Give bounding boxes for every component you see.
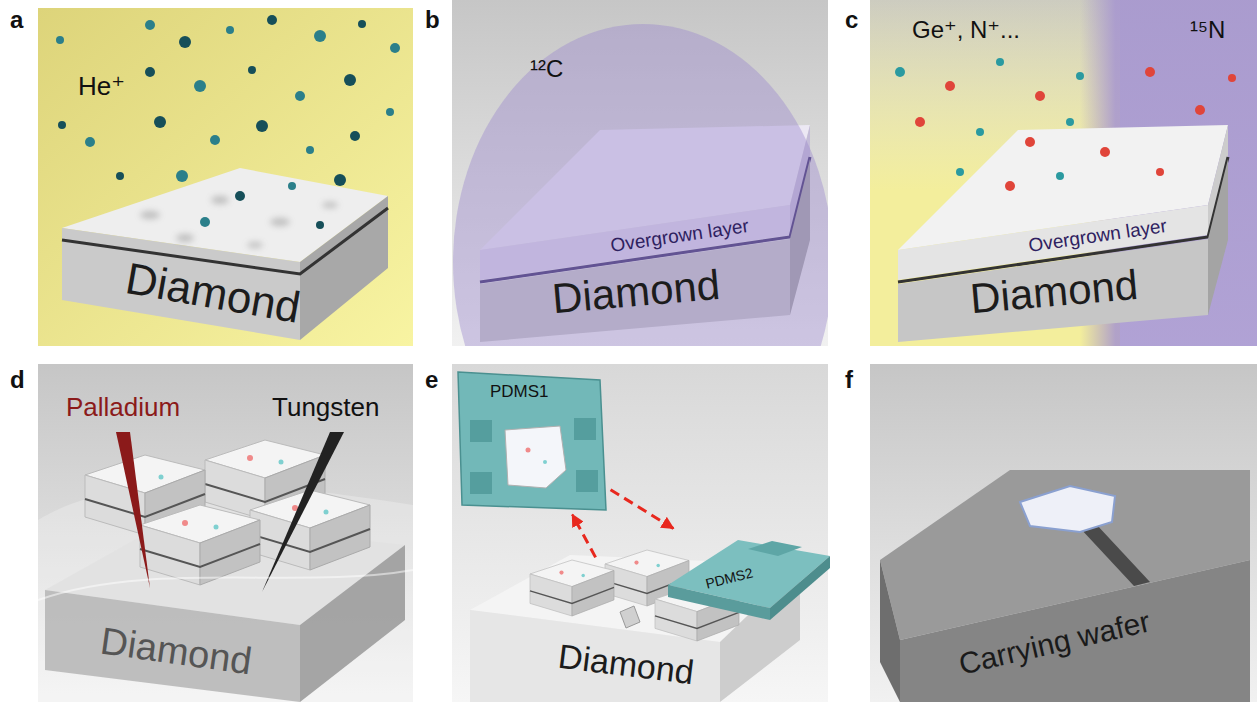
material-label: Diamond [968, 261, 1140, 324]
broken-stub [620, 606, 640, 628]
ions [895, 58, 1236, 191]
stamp-post [574, 418, 596, 440]
membrane-piece [505, 426, 566, 488]
panel-a-art [38, 8, 413, 346]
material-label: Diamond [550, 261, 722, 324]
pillar [530, 560, 614, 616]
tip-label: Palladium [66, 393, 180, 423]
pillar [250, 490, 370, 570]
panel-letter: e [425, 366, 438, 394]
diamond-block: Diamond [45, 430, 405, 702]
panel-letter: f [845, 366, 853, 394]
figure-panel: ePDMS1DiamondPDMS2 [452, 364, 828, 702]
material-label: Diamond [122, 253, 304, 333]
block-face [898, 239, 1208, 342]
isotope-label: ¹⁵N [1190, 16, 1225, 44]
block-face [45, 590, 300, 702]
stamp-post [470, 472, 492, 494]
block-face [300, 545, 405, 702]
diamond-block: Overgrown layerDiamond [888, 115, 1233, 346]
block-face [1208, 159, 1228, 315]
panel-letter: c [845, 6, 858, 34]
ion-label: He⁺ [78, 72, 125, 102]
ions [56, 15, 400, 229]
panel-letter: b [425, 6, 440, 34]
stamp-post [576, 470, 598, 492]
stamp-post [470, 420, 492, 442]
panel-e-art [452, 364, 830, 702]
membrane-piece [1020, 486, 1115, 532]
panel-d-art [38, 364, 413, 702]
figure-panel: b¹²COvergrown layerDiamond [452, 0, 828, 346]
figure-panel: dPalladiumTungstenDiamond [38, 364, 413, 702]
material-label: Diamond [98, 620, 255, 684]
figure-panel: cGe⁺, N⁺...¹⁵NOvergrown layerDiamond [870, 0, 1257, 346]
figure-panel: aHe⁺Diamond [38, 8, 413, 346]
panel-f-art [870, 364, 1257, 702]
palladium-needle [116, 432, 150, 588]
stamp-slab-face [770, 556, 830, 620]
stamp-box: PDMS2 [668, 530, 830, 620]
gas-dome [453, 24, 828, 346]
diamond-slab: Diamond [468, 560, 803, 702]
bath-surface [38, 570, 413, 600]
transfer-arrow [572, 515, 595, 558]
stamp-sheet [458, 372, 606, 510]
layer-label: Overgrown layer [1027, 215, 1168, 257]
layer-line [62, 208, 388, 274]
stamp-post [748, 541, 802, 556]
ion-label: Ge⁺, N⁺... [912, 16, 1020, 44]
wafer-slot [1080, 524, 1150, 586]
diamond-block: Diamond [62, 165, 392, 345]
wafer-face [880, 560, 900, 702]
panel-ground [870, 364, 1257, 702]
damage-spots [140, 196, 338, 248]
wafer-label: Carrying wafer [956, 605, 1154, 682]
panel-letter: d [10, 366, 25, 394]
stamp-label: PDMS1 [490, 382, 549, 402]
pillar [140, 505, 260, 585]
transfer-arrow [611, 490, 674, 529]
panel-ground [870, 0, 1257, 346]
panel-ground [452, 364, 828, 702]
panel-ground [38, 8, 413, 346]
stamp-slab-face [668, 585, 770, 620]
panel-ground [38, 364, 413, 702]
wafer-block: Carrying wafer [880, 470, 1250, 702]
stamp-label: PDMS2 [704, 564, 755, 591]
tip-label: Tungsten [272, 393, 379, 423]
stamp-box: PDMS1 [458, 372, 608, 512]
figure-panel: fCarrying wafer [870, 364, 1257, 702]
wafer-face [900, 560, 1250, 702]
tungsten-needle [262, 432, 344, 592]
diamond-block: Overgrown layerDiamond [470, 115, 815, 346]
material-label: Diamond [556, 637, 696, 692]
panel-letter: a [10, 6, 23, 34]
isotope-label: ¹²C [530, 55, 563, 83]
panel-c-art [870, 0, 1257, 346]
layer-label: Overgrown layer [609, 215, 750, 257]
